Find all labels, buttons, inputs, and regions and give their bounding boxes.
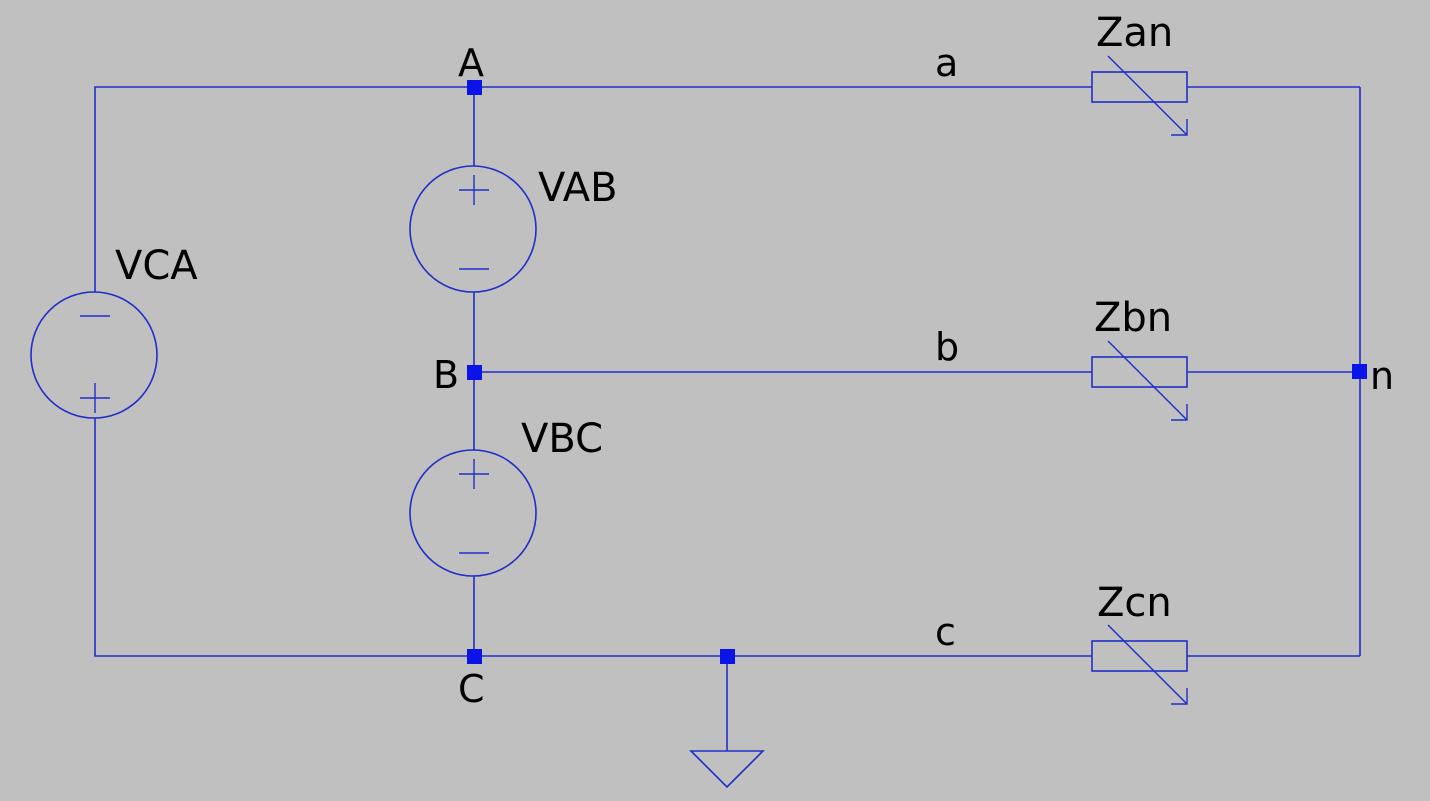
node-label-B: B: [433, 353, 459, 397]
source-VAB-circle: [409, 165, 537, 293]
impedance-Zbn-arrowhead: [1171, 404, 1188, 421]
impedance-Zan-label: Zan: [1096, 10, 1173, 56]
junction-n: [1352, 364, 1367, 379]
impedance-Zcn-label: Zcn: [1097, 580, 1172, 626]
source-VBC-circle: [409, 449, 537, 577]
source-VBC-label: VBC: [521, 416, 603, 462]
impedance-Zbn-body: [1091, 356, 1188, 388]
impedance-Zcn: Zcn: [1091, 580, 1188, 705]
impedance-Zan-arrow: [1107, 55, 1188, 136]
impedance-Zan: Zan: [1091, 10, 1188, 136]
junction-ground: [720, 649, 735, 664]
wire-bottom: [94, 418, 1092, 657]
source-VAB: VAB: [409, 165, 618, 293]
impedance-Zbn-label: Zbn: [1094, 295, 1172, 341]
junctions: [467, 80, 1367, 664]
impedance-Zcn-body: [1091, 640, 1188, 672]
source-VAB-label: VAB: [538, 165, 618, 211]
node-label-b: b: [935, 325, 959, 369]
node-label-A: A: [458, 41, 484, 85]
impedance-Zbn-arrow: [1107, 340, 1188, 421]
wire-top: [94, 86, 1092, 292]
junction-B: [467, 365, 482, 380]
source-VBC: VBC: [409, 416, 603, 577]
source-VCA: VCA: [30, 243, 198, 419]
node-label-c: c: [935, 610, 956, 654]
wires: [94, 86, 1361, 751]
ground-symbol: [689, 750, 765, 789]
impedance-Zcn-arrowhead: [1171, 688, 1188, 705]
node-label-C: C: [458, 667, 485, 711]
source-VCA-circle: [30, 291, 158, 419]
impedance-Zcn-arrow: [1107, 624, 1188, 705]
impedance-Zan-body: [1091, 71, 1188, 103]
impedance-Zbn: Zbn: [1091, 295, 1188, 421]
impedance-Zan-arrowhead: [1171, 119, 1188, 136]
junction-C: [467, 649, 482, 664]
junction-A: [467, 80, 482, 95]
source-VCA-label: VCA: [115, 243, 198, 289]
node-labels: A B C a b c n: [433, 41, 1394, 711]
node-label-a: a: [935, 41, 958, 85]
node-label-n: n: [1370, 354, 1394, 398]
